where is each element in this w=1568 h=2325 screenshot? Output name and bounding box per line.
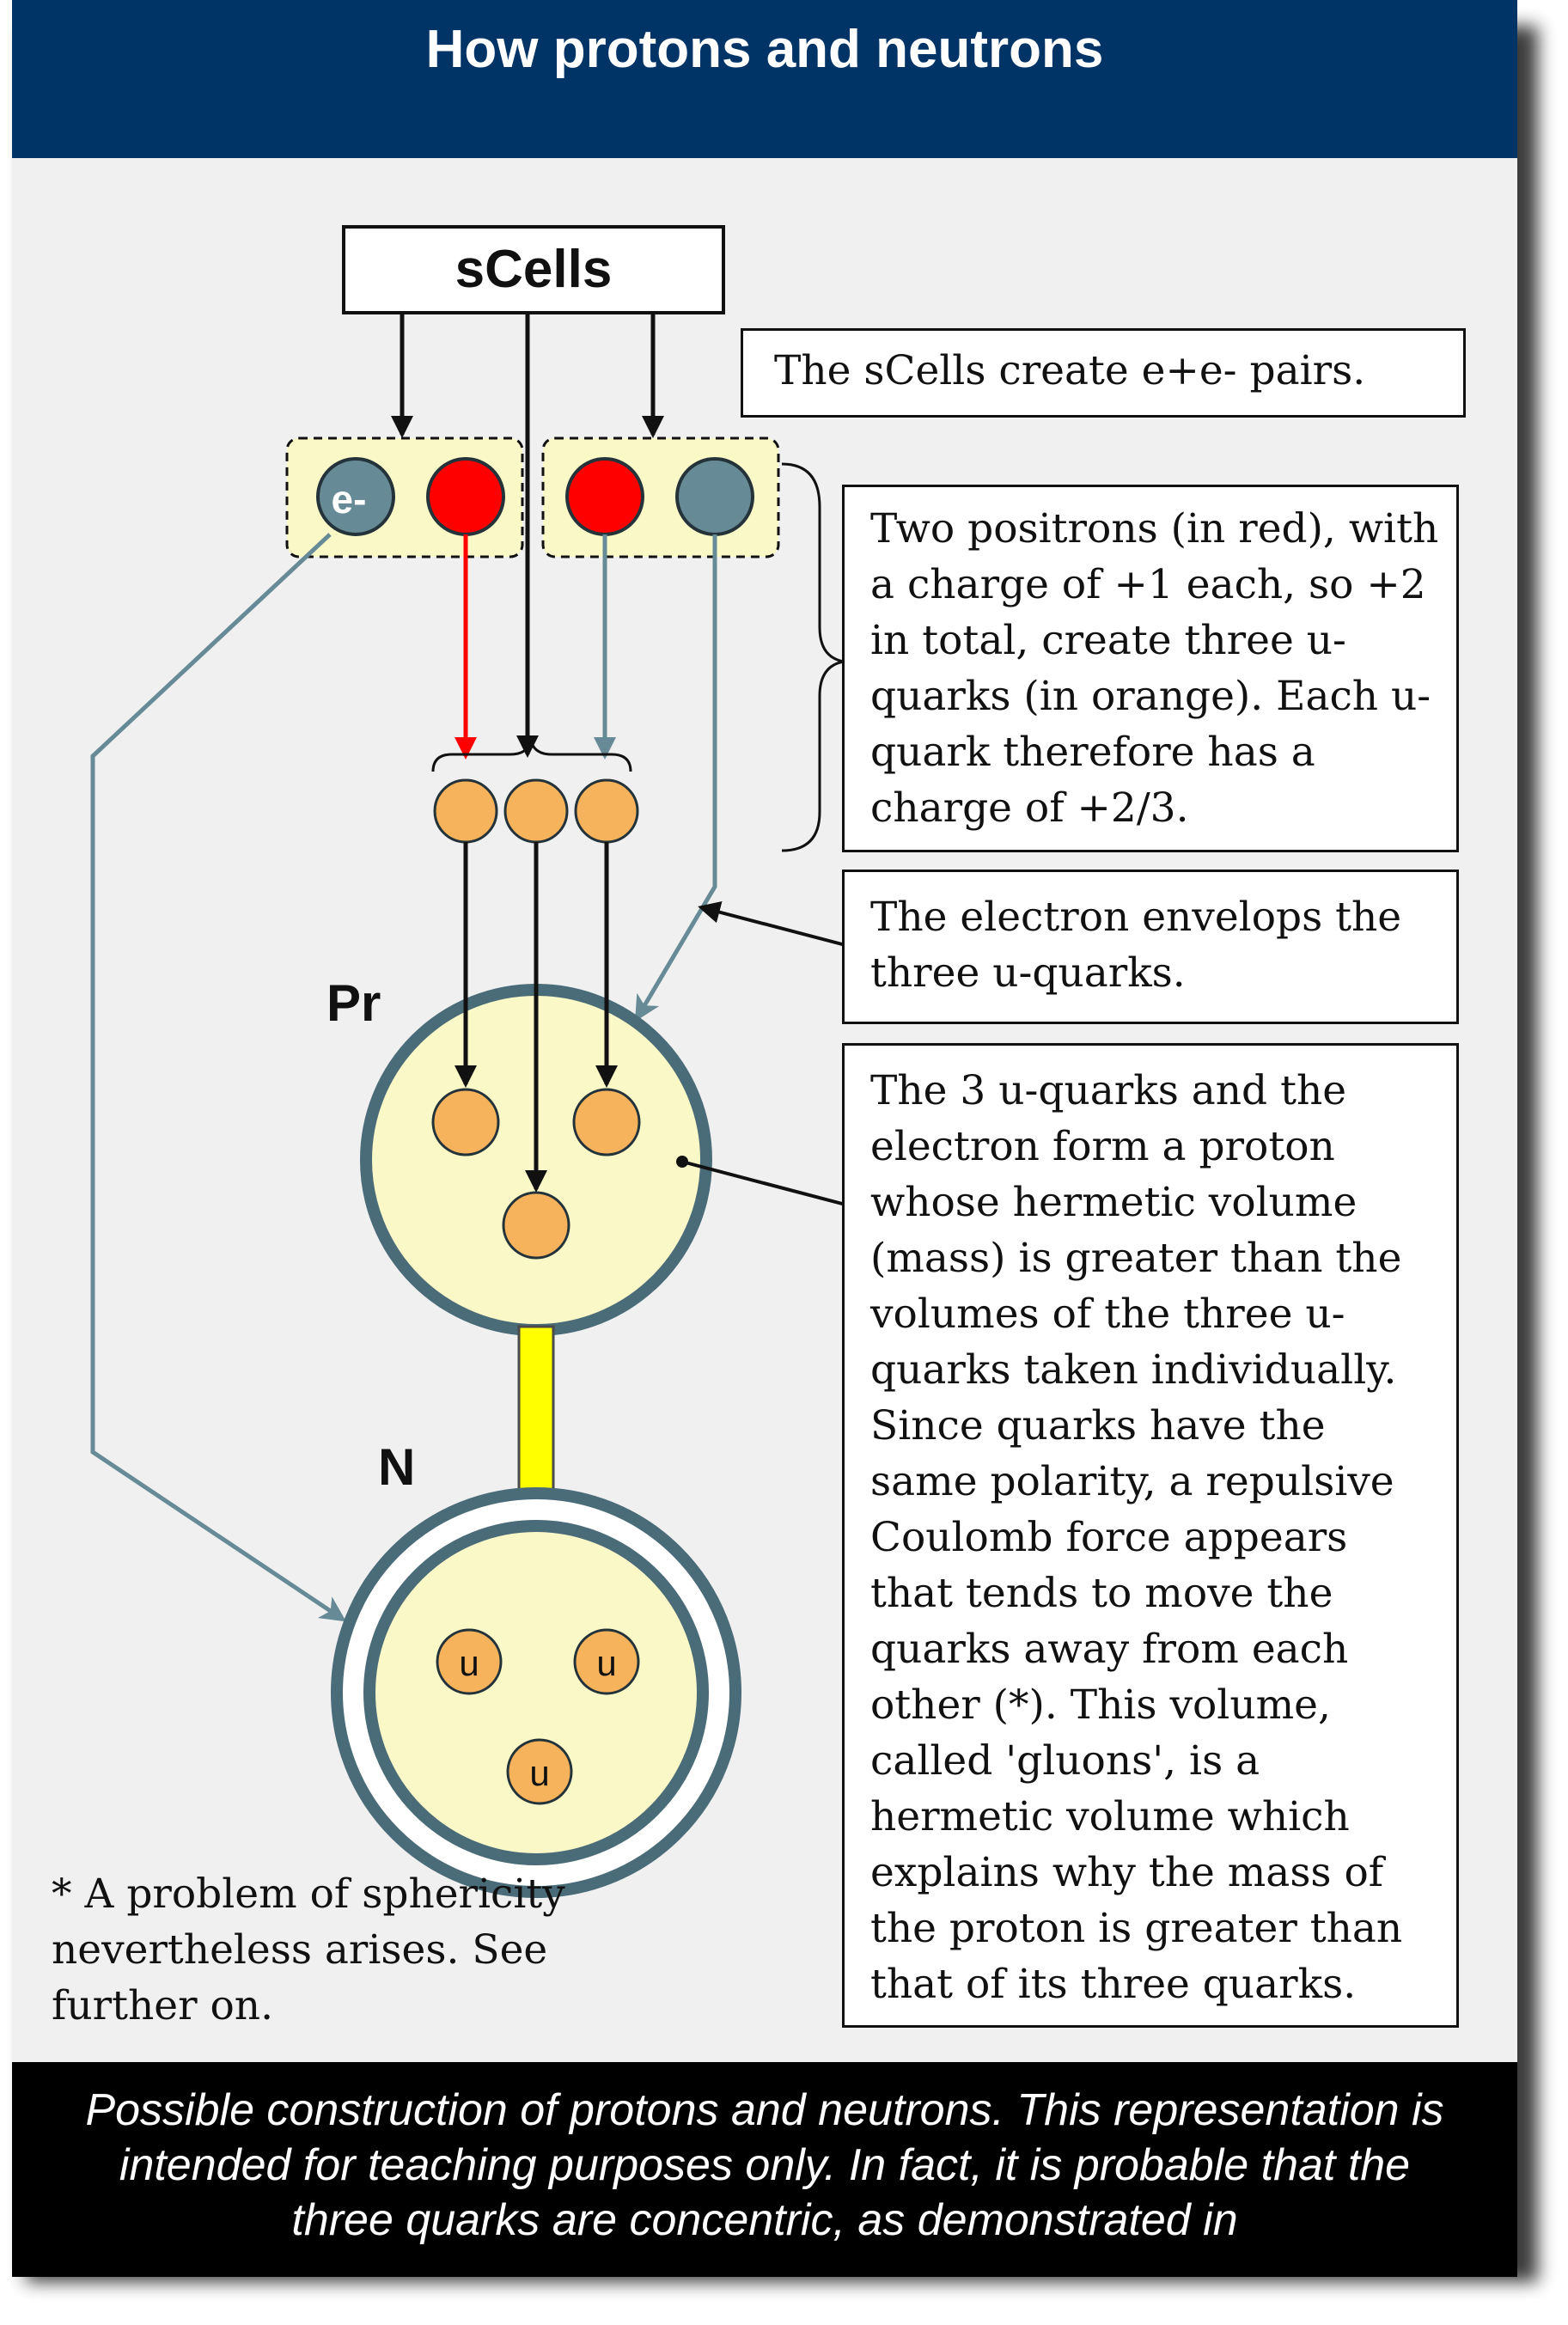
electron-particle xyxy=(316,457,395,536)
neutron-quark-right xyxy=(573,1628,640,1695)
arrow-electron-to-neutron xyxy=(90,533,346,1622)
neutron-quark-left xyxy=(436,1628,503,1695)
footer-caption: Possible construction of protons and neu… xyxy=(85,2085,1444,2245)
note-pairs-text: The sCells create e+e- pairs. xyxy=(774,347,1366,394)
u-quark-left xyxy=(433,778,498,844)
neutron-quark-bottom xyxy=(506,1738,573,1805)
positron-particle-right xyxy=(565,457,644,536)
u-quark-right xyxy=(574,778,639,844)
note-positrons-text: Two positrons (in red), with a charge of… xyxy=(870,505,1439,832)
note-positrons: Two positrons (in red), with a charge of… xyxy=(842,485,1459,852)
arrow-electron-envelope xyxy=(634,534,717,1022)
neutron-quark-bottom-label: u xyxy=(529,1753,549,1793)
page-title: How protons and neutrons xyxy=(425,20,1104,79)
header-bar: How protons and neutrons xyxy=(12,0,1517,158)
proton-quark-right xyxy=(572,1088,641,1156)
note-envelope: The electron envelops the three u-quarks… xyxy=(842,870,1459,1024)
scells-box: sCells xyxy=(342,225,725,314)
proton-quark-left xyxy=(431,1088,500,1156)
footnote: * A problem of sphericity nevertheless a… xyxy=(52,1870,565,2029)
footer-caption-bar: Possible construction of protons and neu… xyxy=(12,2062,1517,2277)
neutron-quark-right-label: u xyxy=(596,1643,616,1683)
positron-particle-left xyxy=(426,457,505,536)
proton-quark-bottom xyxy=(502,1191,570,1260)
note-pairs: The sCells create e+e- pairs. xyxy=(741,328,1466,418)
proton-label: Pr xyxy=(326,974,381,1032)
electron-label: e- xyxy=(332,477,367,522)
leader-proton-note xyxy=(681,1160,846,1206)
neutron-label: N xyxy=(378,1438,415,1496)
slide-card: How protons and neutrons xyxy=(12,0,1517,2277)
neutron-quark-left-label: u xyxy=(459,1643,479,1683)
electron-particle-right xyxy=(675,457,754,536)
quark-brace xyxy=(431,740,632,772)
diagram-canvas: e- Pr N xyxy=(90,314,846,1898)
leader-envelope-note xyxy=(698,900,846,947)
neutron-inner-ring xyxy=(363,1520,709,1865)
note-proton-text: The 3 u-quarks and the electron form a p… xyxy=(870,1067,1403,2008)
note-envelope-text: The electron envelops the three u-quarks… xyxy=(870,894,1402,997)
note-brace xyxy=(781,462,845,852)
note-proton: The 3 u-quarks and the electron form a p… xyxy=(842,1043,1459,2028)
u-quark-middle xyxy=(503,778,569,844)
